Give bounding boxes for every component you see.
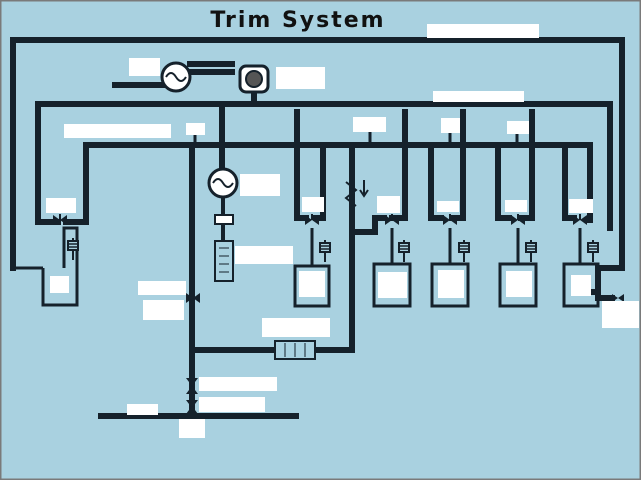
label-left-tank-valve bbox=[46, 198, 76, 213]
label-tank-2-valve bbox=[377, 196, 400, 213]
label-boxes bbox=[46, 24, 639, 438]
label-right-outlet bbox=[602, 301, 639, 328]
label-tank-4 bbox=[506, 271, 532, 297]
label-filter bbox=[262, 318, 330, 337]
label-tank-5 bbox=[571, 275, 591, 296]
label-top-right bbox=[427, 24, 539, 38]
diagram-title: Trim System bbox=[210, 8, 385, 33]
label-center-tap bbox=[353, 117, 386, 132]
label-ground-bottom bbox=[179, 419, 205, 438]
label-tap-b bbox=[441, 118, 460, 133]
label-tank-1 bbox=[299, 271, 325, 297]
label-tap-c bbox=[507, 121, 529, 134]
label-upper-manifold bbox=[433, 91, 524, 102]
hydraulic-pump-icon bbox=[160, 61, 192, 93]
label-tank-5-valve bbox=[569, 199, 593, 213]
outlet-valve-icon bbox=[612, 294, 624, 302]
secondary-pump-icon bbox=[207, 167, 239, 199]
tank-left bbox=[13, 226, 79, 307]
level-indicator-icon bbox=[214, 197, 234, 282]
fill-valves bbox=[186, 378, 198, 414]
check-valve-icon bbox=[344, 180, 369, 207]
filter-icon bbox=[274, 340, 316, 360]
label-tank-4-valve bbox=[505, 200, 527, 212]
label-tank-2 bbox=[378, 272, 407, 298]
label-tank-3 bbox=[438, 270, 464, 298]
label-crossfeed-a bbox=[138, 281, 186, 295]
label-secondary-pump bbox=[240, 174, 280, 196]
label-fill-valve-a bbox=[199, 377, 277, 391]
tanks bbox=[13, 226, 600, 308]
label-tank-1-valve bbox=[302, 197, 324, 212]
label-left-manifold bbox=[64, 124, 171, 138]
label-crossfeed-b bbox=[143, 300, 184, 320]
label-left-tank bbox=[50, 276, 69, 293]
label-hydraulic-pump bbox=[129, 58, 160, 76]
label-left-tap bbox=[186, 123, 205, 135]
label-fill-valve-b bbox=[199, 397, 265, 412]
label-ground-left bbox=[127, 404, 158, 415]
label-main-pump bbox=[276, 67, 325, 89]
main-pump-icon bbox=[238, 64, 270, 94]
label-tank-3-valve bbox=[437, 201, 459, 212]
label-indicator bbox=[235, 246, 293, 264]
